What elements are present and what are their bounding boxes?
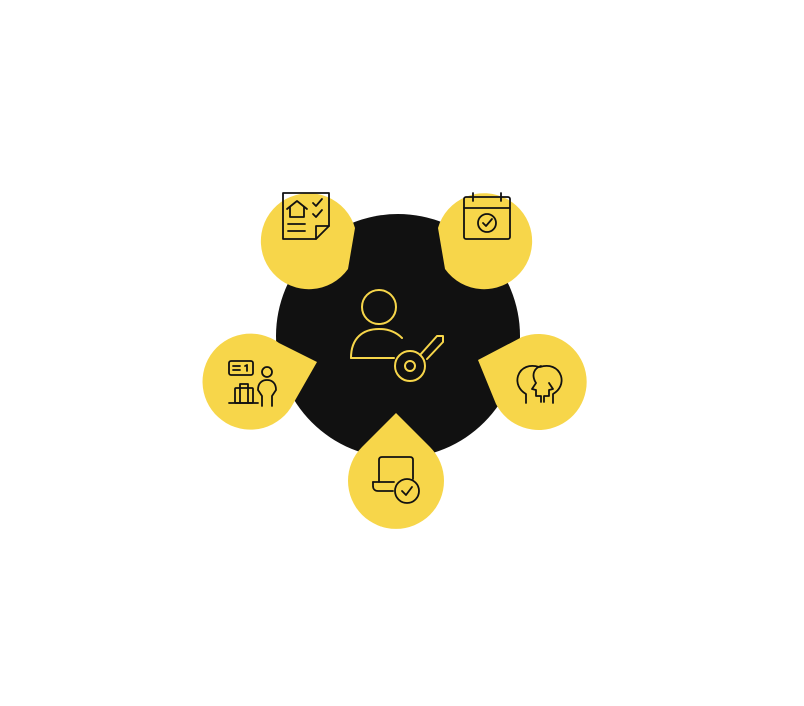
two-heads-profile-icon bbox=[516, 364, 563, 404]
calendar-check-icon bbox=[463, 192, 511, 240]
user-key-icon bbox=[350, 289, 444, 382]
petal-bottom-shape bbox=[348, 413, 444, 529]
petal-right bbox=[478, 334, 587, 431]
petal-left-shape bbox=[202, 333, 317, 430]
petal-bottom bbox=[348, 413, 444, 529]
house-checklist-icon bbox=[282, 192, 330, 240]
petal-top-left bbox=[260, 192, 355, 290]
petal-top-right-shape bbox=[438, 193, 533, 290]
traveler-luggage-ticket-icon bbox=[228, 360, 277, 407]
petal-top-right bbox=[438, 192, 533, 290]
petal-right-shape bbox=[478, 334, 587, 431]
petal-left bbox=[202, 333, 317, 430]
laptop-check-icon bbox=[372, 456, 420, 504]
petal-top-left-shape bbox=[260, 193, 355, 290]
